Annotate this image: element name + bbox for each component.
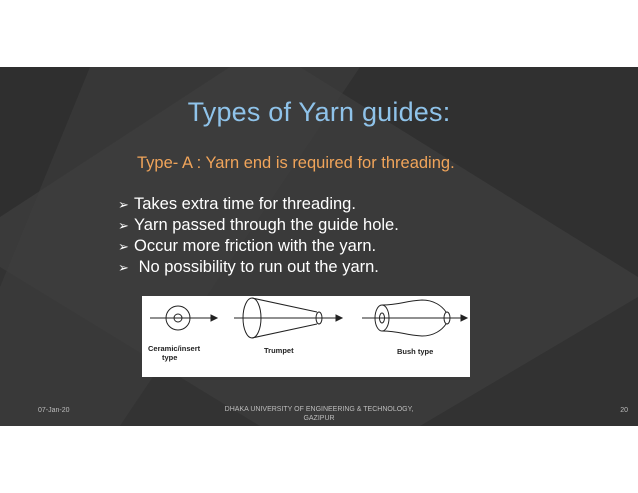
trumpet-label: Trumpet [264, 346, 294, 355]
bullet-item: ➢ Occur more friction with the yarn. [118, 236, 399, 257]
ceramic-label: Ceramic/insert type [148, 344, 200, 362]
ceramic-label-line2: type [162, 353, 178, 362]
trumpet-guide-drawing [234, 297, 344, 339]
bullet-text: Takes extra time for threading. [134, 195, 356, 213]
bullet-text: Yarn passed through the guide hole. [134, 216, 399, 234]
footer-page-number: 20 [620, 407, 628, 414]
bush-guide-drawing [362, 299, 469, 337]
arrow-bullet-icon: ➢ [118, 239, 129, 254]
ceramic-label-line1: Ceramic/insert [148, 344, 201, 353]
bush-type-label: Bush type [397, 347, 434, 356]
slide: Types of Yarn guides: Type- A : Yarn end… [0, 67, 638, 426]
bullet-item: ➢ Takes extra time for threading. [118, 194, 399, 215]
arrow-bullet-icon: ➢ [118, 218, 129, 233]
bullet-text: No possibility to run out the yarn. [134, 258, 379, 276]
yarn-guide-figure: Ceramic/insert type Trumpet Bush type [142, 296, 470, 377]
footer-institution: DHAKA UNIVERSITY OF ENGINEERING & TECHNO… [0, 405, 638, 423]
footer-institution-line2: GAZIPUR [303, 415, 335, 422]
bullet-item: ➢ No possibility to run out the yarn. [118, 257, 399, 278]
bullet-text: Occur more friction with the yarn. [134, 237, 377, 255]
slide-background [0, 67, 638, 426]
bullet-list: ➢ Takes extra time for threading. ➢ Yarn p… [118, 194, 399, 278]
ceramic-guide-drawing [150, 305, 219, 331]
bullet-item: ➢ Yarn passed through the guide hole. [118, 215, 399, 236]
arrow-bullet-icon: ➢ [118, 197, 129, 212]
footer-institution-line1: DHAKA UNIVERSITY OF ENGINEERING & TECHNO… [224, 406, 414, 413]
yarn-guide-diagram [150, 297, 469, 339]
arrow-bullet-icon: ➢ [118, 260, 129, 275]
footer-date: 07-Jan-20 [38, 407, 70, 414]
slide-title: Types of Yarn guides: [187, 97, 451, 127]
slide-subtitle: Type- A : Yarn end is required for threa… [137, 154, 455, 172]
